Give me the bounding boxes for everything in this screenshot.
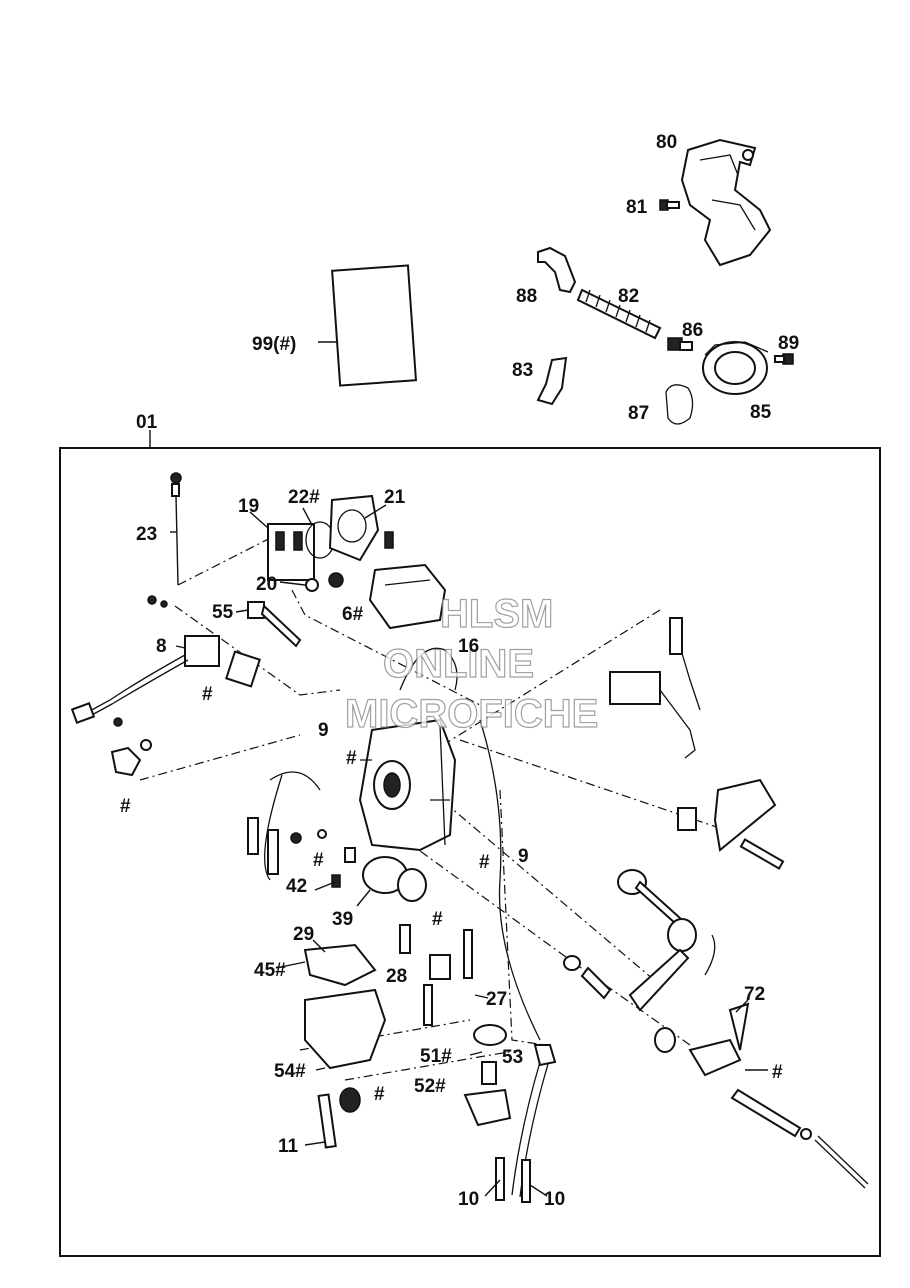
callout-bracket-hash: # xyxy=(120,796,131,817)
watermark-line1: HLSM xyxy=(440,592,553,636)
group-label-01: 01 xyxy=(136,412,158,433)
callout-81: 81 xyxy=(626,197,648,218)
callout-19: 19 xyxy=(238,496,259,517)
part-20-bolt xyxy=(305,572,344,592)
part-23-needle-screw xyxy=(170,472,182,586)
callout-9-left-hash: # xyxy=(346,748,357,769)
part-81-screw xyxy=(659,199,680,211)
callout-8-hash: # xyxy=(202,684,213,705)
callout-27: 27 xyxy=(486,989,507,1010)
callout-52: 52# xyxy=(414,1076,446,1097)
callout-9-right: 9 xyxy=(518,846,529,867)
callout-42: 42 xyxy=(286,876,307,897)
callout-39: 39 xyxy=(332,909,353,930)
carburetor-body xyxy=(358,718,457,902)
callout-72-hash: # xyxy=(772,1062,783,1083)
callout-8: 8 xyxy=(156,636,167,657)
callout-22: 22# xyxy=(288,487,320,508)
leader-lines xyxy=(170,341,768,1197)
callout-labels: 01 80 81 88 82 86 89 83 87 85 99(#) 23 1… xyxy=(120,132,799,1210)
part-87-gasket xyxy=(665,384,694,425)
part-21-cover-plate xyxy=(328,494,380,562)
callout-10-right: 10 xyxy=(544,1189,565,1210)
callout-54-hash: # xyxy=(374,1084,385,1105)
callout-9-right-hash: # xyxy=(479,852,490,873)
part-lower-left-bracket xyxy=(110,717,152,777)
callout-80: 80 xyxy=(656,132,677,153)
callout-88: 88 xyxy=(516,286,537,307)
callout-28: 28 xyxy=(386,966,407,987)
part-82-spring xyxy=(576,288,662,340)
callout-99: 99(#) xyxy=(252,334,296,355)
callout-right-hash: # xyxy=(432,909,443,930)
callout-10-left: 10 xyxy=(458,1189,479,1210)
part-89-screw xyxy=(774,353,794,365)
callout-16: 16 xyxy=(458,636,479,657)
callout-29: 29 xyxy=(293,924,314,945)
callout-89: 89 xyxy=(778,333,799,354)
callout-21: 21 xyxy=(384,487,406,508)
part-99-instruction-sheet xyxy=(331,264,418,387)
callout-86: 86 xyxy=(682,320,703,341)
callout-85: 85 xyxy=(750,402,772,423)
callout-54: 54# xyxy=(274,1061,306,1082)
callout-55: 55 xyxy=(212,602,234,623)
part-16-tube xyxy=(399,647,458,691)
watermark: HLSM ONLINE MICROFICHE xyxy=(344,591,599,736)
part-88-hose xyxy=(537,246,577,294)
watermark-line2: ONLINE xyxy=(383,642,534,686)
part-55-screw xyxy=(247,601,302,648)
callout-mid-hash: # xyxy=(313,850,324,871)
part-85-housing xyxy=(702,341,769,395)
part-80-cover xyxy=(680,138,772,267)
callout-20: 20 xyxy=(256,574,277,595)
part-86-fitting xyxy=(667,337,693,351)
callout-72: 72 xyxy=(744,984,765,1005)
throttle-shaft-assembly xyxy=(563,869,716,1053)
callout-82: 82 xyxy=(618,286,639,307)
callout-9-left: 9 xyxy=(318,720,329,741)
part-8-sensor xyxy=(70,595,261,724)
callout-87: 87 xyxy=(628,403,649,424)
callout-51: 51# xyxy=(420,1046,452,1067)
callout-53: 53 xyxy=(502,1047,523,1068)
group-01-frame xyxy=(59,447,881,1257)
callout-45: 45# xyxy=(254,960,286,981)
callout-83: 83 xyxy=(512,360,533,381)
drain-hoses xyxy=(263,719,549,1203)
watermark-line3: MICROFICHE xyxy=(345,692,598,736)
float-bowl xyxy=(303,943,387,1149)
left-small-parts xyxy=(247,771,356,888)
right-upper-assembly xyxy=(609,617,785,870)
callout-6: 6# xyxy=(342,604,364,625)
callout-11: 11 xyxy=(278,1136,299,1157)
part-83-bracket xyxy=(536,356,568,406)
callout-23: 23 xyxy=(136,524,157,545)
right-lower-shaft xyxy=(688,1002,869,1189)
part-6-top-cap xyxy=(368,531,447,630)
center-lower-parts xyxy=(399,924,557,1127)
